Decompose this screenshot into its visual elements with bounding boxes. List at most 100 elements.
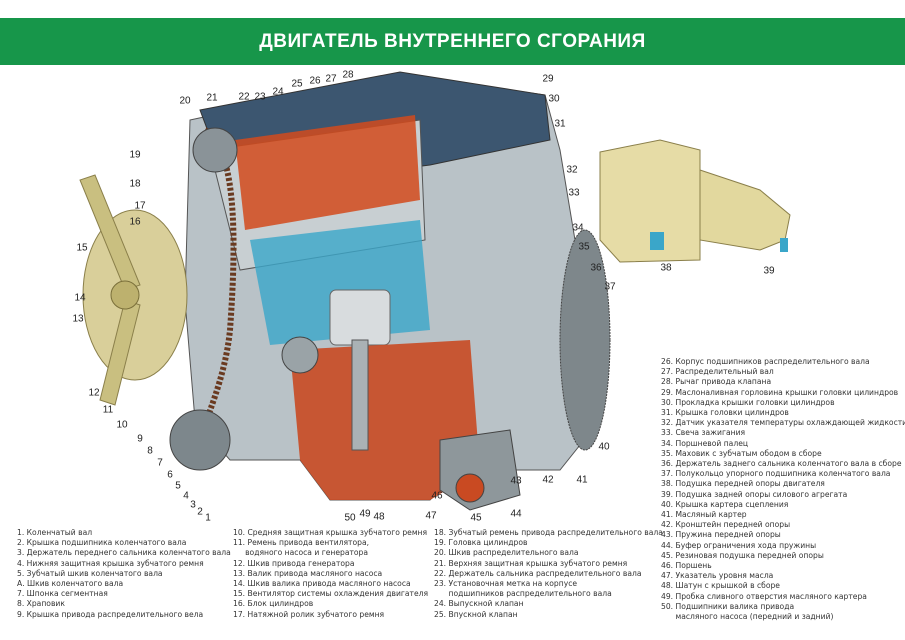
legend-item: 16. Блок цилиндров <box>233 599 314 609</box>
legend-item: 41. Масляный картер <box>661 510 747 520</box>
callout-33: 33 <box>568 187 580 199</box>
legend-item: 22. Держатель сальника распределительног… <box>434 568 642 578</box>
callout-7: 7 <box>157 457 163 469</box>
callout-41: 41 <box>576 474 588 486</box>
callout-3: 3 <box>190 499 196 511</box>
legend-item: 44. Буфер ограничения хода пружины <box>661 540 817 550</box>
callout-25: 25 <box>291 78 303 90</box>
mount-spring <box>455 473 485 503</box>
legend-item: 15. Вентилятор системы охлаждения двигат… <box>233 589 429 599</box>
legend-item: 48. Шатун с крышкой в сборе <box>661 581 780 591</box>
piston <box>329 289 391 346</box>
legend-item: 3. Держатель переднего сальника коленчат… <box>17 548 231 558</box>
crankcase <box>290 340 480 500</box>
legend-item: 37. Полукольцо упорного подшипника колен… <box>661 469 891 479</box>
callout-40: 40 <box>598 441 610 453</box>
legend-item: 20. Шкив распределительного вала <box>434 548 579 558</box>
timing-belt <box>197 127 237 441</box>
legend-item: 26. Корпус подшипников распределительног… <box>661 357 870 366</box>
callout-16: 16 <box>129 216 141 228</box>
legend-item: 9. Крышка привода распределительного вел… <box>17 609 204 619</box>
callout-46: 46 <box>431 490 443 502</box>
head-coolant-section <box>235 115 420 230</box>
legend-item: 45. Резиновая подушка передней опоры <box>661 550 824 560</box>
camshaft-pulley <box>192 127 238 173</box>
engine-cutaway-illustration <box>79 71 791 511</box>
legend-item: 36. Держатель заднего сальника коленчато… <box>661 459 902 469</box>
callout-23: 23 <box>254 91 266 103</box>
callout-28: 28 <box>342 69 354 81</box>
legend-item: 12. Шкив привода генератора <box>233 558 355 568</box>
title-banner: ДВИГАТЕЛЬ ВНУТРЕННЕГО СГОРАНИЯ <box>0 18 905 65</box>
callout-13: 13 <box>72 313 84 325</box>
power-unit-thumbnail <box>599 139 791 263</box>
callout-39: 39 <box>763 265 775 277</box>
legend-item: 38. Подушка передней опоры двигателя <box>661 479 825 489</box>
callout-5: 5 <box>175 480 181 492</box>
legend-item: 32. Датчик указателя температуры охлажда… <box>661 418 905 428</box>
legend-item: 14. Шкив валика привода масляного насоса <box>233 579 411 589</box>
connecting-rod <box>351 339 369 451</box>
legend-item: 30. Прокладка крышки головки цилиндров <box>661 397 835 407</box>
callout-32: 32 <box>566 164 578 176</box>
callout-34: 34 <box>572 222 584 234</box>
callout-27: 27 <box>325 73 337 85</box>
crankshaft-pulley <box>169 409 231 471</box>
callout-11: 11 <box>102 404 114 416</box>
callout-14: 14 <box>74 292 86 304</box>
callout-48: 48 <box>373 511 385 523</box>
callout-37: 37 <box>604 281 616 293</box>
legend-item: 40. Крышка картера сцепления <box>661 499 789 509</box>
legend-item: 10. Средняя защитная крышка зубчатого ре… <box>233 528 428 537</box>
legend-item: 17. Натяжной ролик зубчатого ремня <box>233 609 385 619</box>
callout-20: 20 <box>179 95 191 107</box>
cooling-fan <box>79 174 188 406</box>
legend-item: 1. Коленчатый вал <box>17 528 93 537</box>
callout-10: 10 <box>116 419 128 431</box>
legend-column-2: 10. Средняя защитная крышка зубчатого ре… <box>233 528 428 620</box>
legend-item: 47. Указатель уровня масла <box>661 571 774 581</box>
legend-item: 7. Шпонка сегментная <box>17 589 108 599</box>
legend-item: 39. Подушка задней опоры силового агрега… <box>661 489 848 499</box>
legend-item: 21. Верхняя защитная крышка зубчатого ре… <box>434 558 628 568</box>
callout-18: 18 <box>129 178 141 190</box>
callout-19: 19 <box>129 149 141 161</box>
legend-item: масляного насоса (передний и задний) <box>661 612 834 622</box>
legend-item: 11. Ремень привода вентилятора, <box>233 538 370 548</box>
legend-item: 28. Рычаг привода клапана <box>661 377 772 387</box>
callout-2: 2 <box>197 506 203 518</box>
callout-21: 21 <box>206 92 218 104</box>
legend-item: 18. Зубчатый ремень привода распределите… <box>434 528 663 537</box>
callout-9: 9 <box>137 433 143 445</box>
legend-item: 43. Пружина передней опоры <box>661 530 781 540</box>
callout-35: 35 <box>578 241 590 253</box>
legend-item: 33. Свеча зажигания <box>661 428 746 438</box>
legend-item: 50. Подшипники валика привода <box>661 601 795 611</box>
callout-50: 50 <box>344 512 356 524</box>
callout-31: 31 <box>554 118 566 130</box>
legend-item: А. Шкив коленчатого вала <box>17 579 124 589</box>
legend-item: 25. Впускной клапан <box>434 609 518 619</box>
callout-1: 1 <box>205 512 211 524</box>
legend-item: 35. Маховик с зубчатым ободом в сборе <box>661 448 822 458</box>
legend-item: 19. Головка цилиндров <box>434 538 528 548</box>
legend-item: водяного насоса и генератора <box>233 548 369 558</box>
legend-item: 8. Храповик <box>17 599 65 609</box>
callout-43: 43 <box>510 475 522 487</box>
legend-column-3: 18. Зубчатый ремень привода распределите… <box>434 528 663 620</box>
page-title: ДВИГАТЕЛЬ ВНУТРЕННЕГО СГОРАНИЯ <box>259 30 646 52</box>
flywheel <box>559 229 611 451</box>
callout-49: 49 <box>359 508 371 520</box>
callout-4: 4 <box>183 490 189 502</box>
callout-38: 38 <box>660 262 672 274</box>
legend-item: 23. Установочная метка на корпусе <box>434 579 578 589</box>
callout-36: 36 <box>590 262 602 274</box>
legend-column-4: 26. Корпус подшипников распределительног… <box>661 357 905 622</box>
oil-pump-pulley <box>281 336 319 374</box>
legend-item: 34. Поршневой палец <box>661 438 749 448</box>
legend-item: 5. Зубчатый шкив коленчатого вала <box>17 568 163 578</box>
callout-29: 29 <box>542 73 554 85</box>
legend-item: 24. Выпускной клапан <box>434 599 524 609</box>
callout-8: 8 <box>147 445 153 457</box>
